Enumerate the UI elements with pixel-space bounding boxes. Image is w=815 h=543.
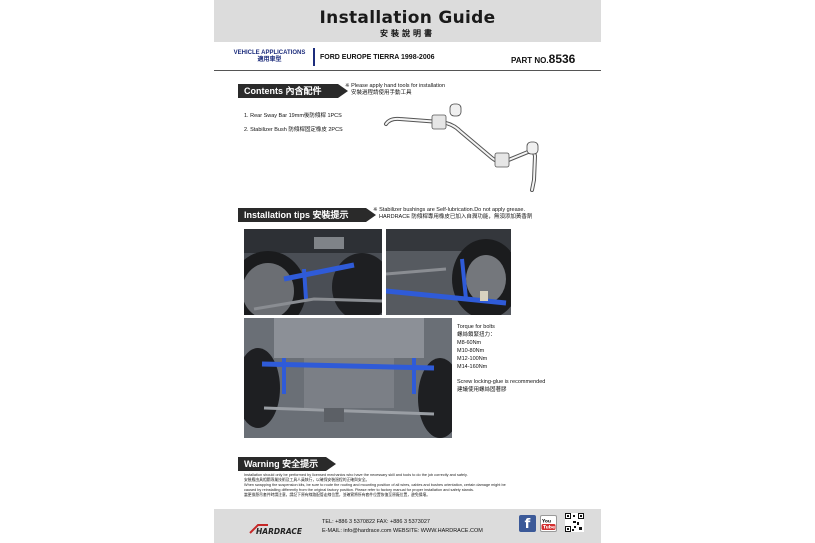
warning-line: 安裝應由具相關專業技術及工具人員執行，以確保安裝過程的正確與安全。 [244,478,370,482]
contact-info: TEL: +886 3 5370822 FAX: +886 3 5373027 … [322,518,483,536]
contact-phone: TEL: +886 3 5370822 FAX: +886 3 5373027 [322,519,430,525]
qr-code-icon [565,513,584,532]
install-photo-underbody [244,318,452,438]
page-subtitle: 安裝說明書 [380,29,435,38]
hardrace-logo: HARDRACE [248,522,312,541]
torque-line: M10-80Nm [457,348,485,354]
glue-note-en: Screw locking-glue is recommended [457,379,546,385]
warning-line: Installation should only be performed by… [244,473,468,477]
facebook-icon[interactable]: f [519,515,536,532]
install-photo-left [244,229,382,315]
footer-band: HARDRACE TEL: +886 3 5370822 FAX: +886 3… [214,509,601,543]
vehicle-divider [313,48,315,66]
tips-note-en: ※ Stabilizer bushings are Self-lubricati… [373,207,525,213]
tips-note: ※ Stabilizer bushings are Self-lubricati… [373,207,532,221]
vehicle-label-en: VEHICLE APPLICATIONS [233,50,306,56]
warning-line: When swapping the suspension kits, be su… [244,483,506,487]
header-band: Installation Guide 安裝說明書 [214,0,601,42]
install-photo-right [386,229,511,315]
part-number: PART NO.8536 [511,52,575,66]
glue-note-zh: 建議使用螺絲固著膠 [457,387,507,393]
warning-text: Installation should only be performed by… [244,473,589,498]
logo-text: HARDRACE [256,527,303,536]
torque-line: M8-60Nm [457,340,482,346]
installation-tips-heading: Installation tips 安裝提示 [238,208,376,222]
contents-item-1: 1. Rear Sway Bar 19mm後防傾桿 1PCS [244,113,342,119]
contents-note-en: ※ Please apply hand tools for installati… [345,83,446,89]
contents-note-zh: 安裝過程請使用手動工具 [351,90,412,96]
contact-web: E-MAIL: info@hardrace.com WEBSITE: WWW.H… [322,528,483,534]
torque-line: M14-160Nm [457,364,488,370]
warning-line: caused by reinstalling differently from … [244,488,474,492]
sway-bar-illustration [384,103,539,192]
torque-line: Torque for bolts [457,324,495,330]
warning-heading: Warning 安全提示 [238,457,336,471]
youtube-icon[interactable]: You Tube [540,515,557,532]
torque-spec: Torque for bolts 螺絲鎖緊扭力： M8-60Nm M10-80N… [457,323,545,394]
tips-note-zh: HARDRACE 防傾桿專用橡皮已加入自潤功能，無須添加黃香劑 [379,214,533,220]
vehicle-applications-label: VEHICLE APPLICATIONS 適用車型 [228,50,311,64]
contents-note: ※ Please apply hand tools for installati… [345,83,445,97]
part-number-value: 8536 [548,52,576,66]
torque-line: 螺絲鎖緊扭力： [457,332,496,338]
installation-guide-page: Installation Guide 安裝說明書 VEHICLE APPLICA… [214,0,601,543]
page-title: Installation Guide [319,8,496,28]
torque-line: M12-100Nm [457,356,488,362]
vehicle-label-zh: 適用車型 [257,57,282,63]
youtube-tube-text: Tube [543,525,555,531]
warning-line: 當更換懸吊套件時請注意，請記下原有線路配管走線位置，並確實將所有套件位置恢復至原… [244,493,431,497]
contents-heading: Contents 內含配件 [238,84,348,98]
youtube-you-text: You [541,519,551,525]
header-rule [214,70,601,71]
contents-item-2: 2. Stabilizer Bush 防傾桿固定橡皮 2PCS [244,127,343,133]
part-prefix: PART NO. [511,56,549,65]
vehicle-model: FORD EUROPE TIERRA 1998-2006 [320,54,435,61]
